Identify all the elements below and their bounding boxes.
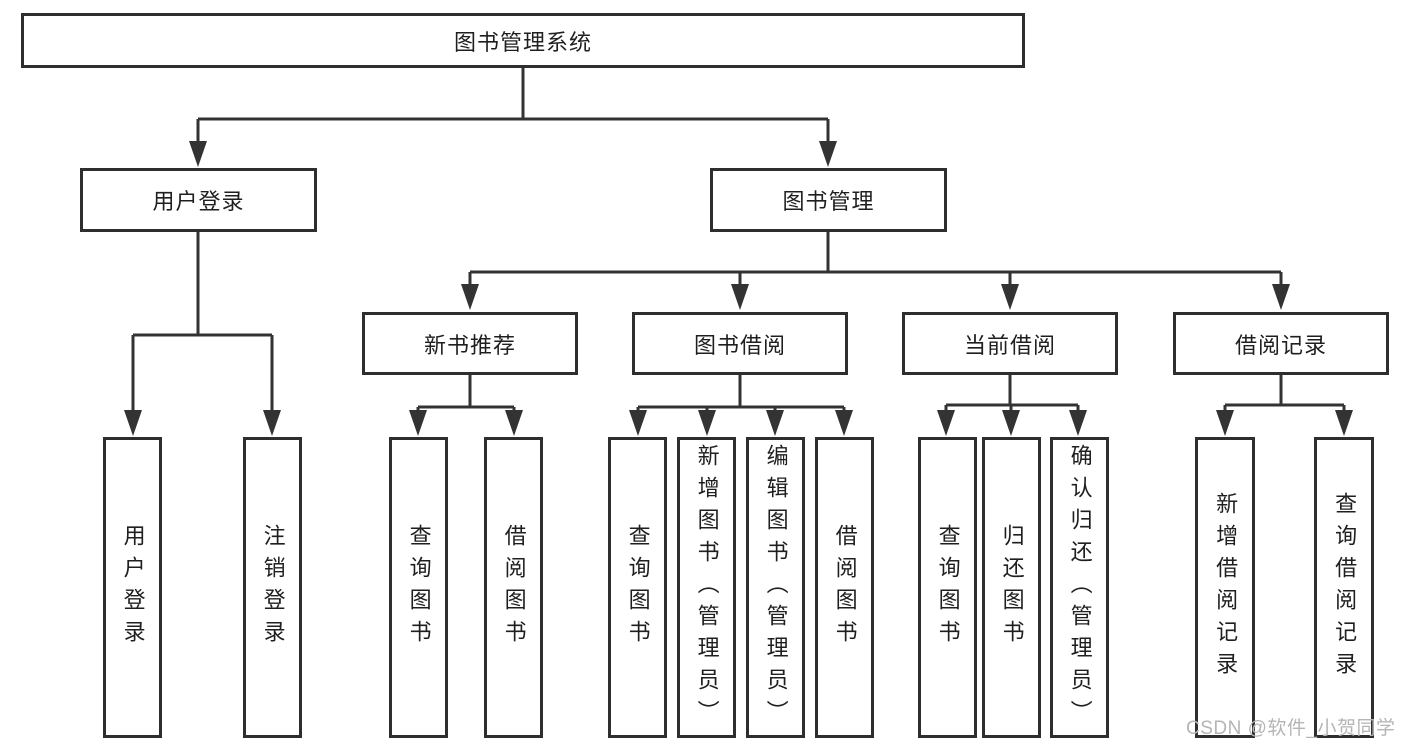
arrowhead [731, 284, 749, 310]
arrowhead [263, 410, 281, 436]
node-leaf-borrow-books-recommend: 借阅图书 [484, 437, 543, 738]
arrowhead [1272, 284, 1290, 310]
node-leaf-borrow-books-borrowing: 借阅图书 [815, 437, 874, 738]
arrowhead [698, 410, 716, 436]
node-leaf-add-books-admin: 新增图书（管理员） [677, 437, 736, 738]
node-leaf-query-books-borrowing: 查询图书 [608, 437, 667, 738]
arrowhead [1069, 410, 1087, 436]
node-borrow-records: 借阅记录 [1173, 312, 1389, 375]
node-root: 图书管理系统 [21, 13, 1025, 68]
arrowhead [505, 410, 523, 436]
node-leaf-return-books: 归还图书 [982, 437, 1041, 738]
arrowhead [124, 410, 142, 436]
arrowhead [1335, 410, 1353, 436]
node-leaf-edit-books-admin: 编辑图书（管理员） [746, 437, 805, 738]
node-leaf-add-borrow-record: 新增借阅记录 [1195, 437, 1255, 738]
arrowhead [189, 141, 207, 167]
node-leaf-query-books-recommend: 查询图书 [389, 437, 448, 738]
arrowhead [1002, 410, 1020, 436]
node-leaf-user-login: 用户登录 [103, 437, 162, 738]
node-leaf-logout: 注销登录 [243, 437, 302, 738]
node-user-login: 用户登录 [80, 168, 317, 232]
csdn-watermark: CSDN @软件_小贺同学 [1186, 718, 1396, 739]
node-current-borrowing: 当前借阅 [902, 312, 1118, 375]
node-book-management: 图书管理 [710, 168, 947, 232]
node-leaf-query-books-current: 查询图书 [918, 437, 977, 738]
arrowhead [835, 410, 853, 436]
arrowhead [461, 284, 479, 310]
node-new-book-recommendation: 新书推荐 [362, 312, 578, 375]
arrowheads [124, 141, 1353, 436]
arrowhead [409, 410, 427, 436]
node-leaf-confirm-return-admin: 确认归还（管理员） [1050, 437, 1109, 738]
arrowhead [1001, 284, 1019, 310]
arrowhead [819, 141, 837, 167]
arrowhead [937, 410, 955, 436]
arrowhead [766, 410, 784, 436]
arrowhead [1216, 410, 1234, 436]
node-book-borrowing: 图书借阅 [632, 312, 848, 375]
node-leaf-query-borrow-record: 查询借阅记录 [1314, 437, 1374, 738]
arrowhead [629, 410, 647, 436]
